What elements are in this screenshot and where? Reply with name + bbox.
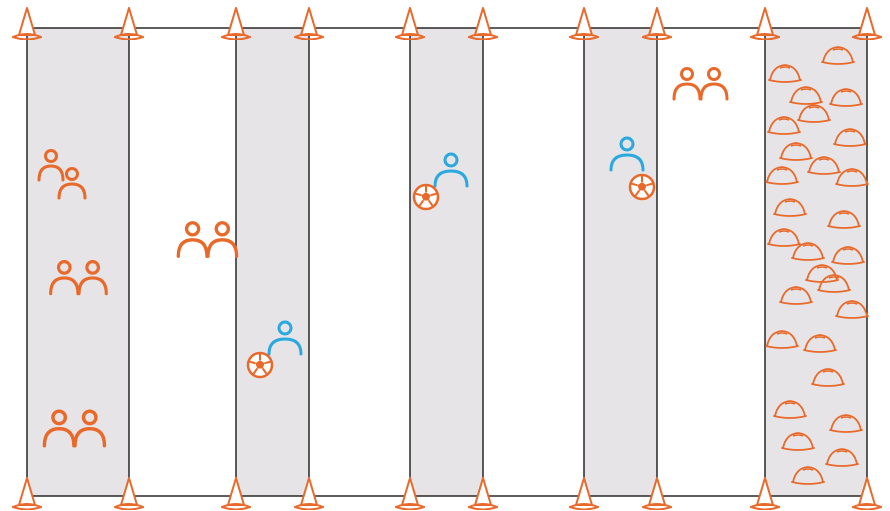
boundary-cone-icon: [750, 7, 780, 40]
soccer-ball-icon: [628, 173, 656, 201]
boundary-cone-icon: [294, 7, 324, 40]
zone-3: [236, 28, 309, 496]
boundary-cone-icon: [468, 7, 498, 40]
end-zone: [765, 28, 867, 496]
soccer-ball-icon: [246, 351, 274, 379]
field-boundary: [26, 27, 868, 497]
two-players-orange-icon: [176, 221, 239, 258]
shaded-zones: [27, 28, 867, 496]
boundary-cone-icon: [395, 7, 425, 40]
field-lines: [26, 27, 868, 497]
boundary-cone-icon: [114, 7, 144, 40]
zone-5: [410, 28, 483, 496]
soccer-ball-icon: [412, 183, 440, 211]
zone-7: [584, 28, 657, 496]
boundary-cone-icon: [12, 7, 42, 40]
boundary-cone-icon: [569, 7, 599, 40]
boundary-cone-icon: [221, 7, 251, 40]
boundary-cone-icon: [852, 7, 882, 40]
two-players-orange-icon: [672, 66, 729, 101]
boundary-cone-icon: [642, 7, 672, 40]
zone-1: [27, 28, 129, 496]
